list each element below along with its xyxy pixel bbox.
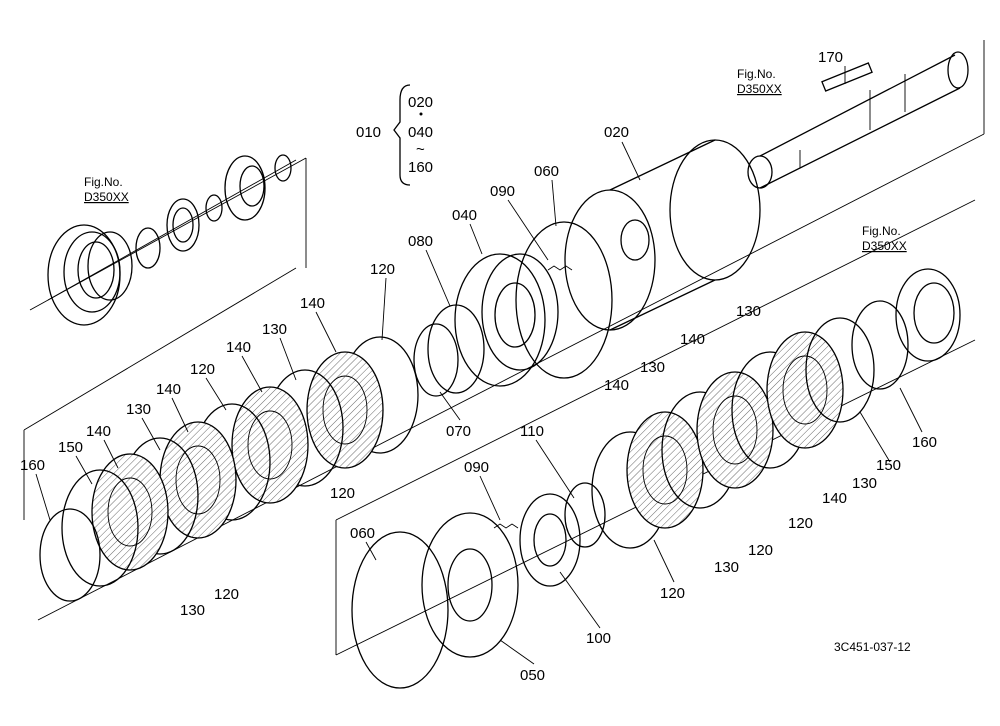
callout: 150 <box>876 457 901 474</box>
assembly-range-tilde: ~ <box>416 141 425 158</box>
fig-ref-3: Fig.No. D350XX <box>862 224 907 253</box>
spring-090 <box>547 265 573 271</box>
callout: 090 <box>490 183 515 200</box>
callout: 080 <box>408 233 433 250</box>
svg-text:Fig.No.: Fig.No. <box>737 67 776 81</box>
assembly-part-2: 040 <box>408 124 433 141</box>
svg-text:Fig.No.: Fig.No. <box>862 224 901 238</box>
callout: 170 <box>818 49 843 66</box>
callout: 020 <box>604 124 629 141</box>
callout: 120 <box>788 515 813 532</box>
assembly-code: 010 <box>356 124 381 141</box>
callout: 120 <box>214 586 239 603</box>
callout: 090 <box>464 459 489 476</box>
callout: 110 <box>520 423 544 440</box>
callout: 140 <box>604 377 629 394</box>
callout: 050 <box>520 667 545 684</box>
callout: 140 <box>300 295 325 312</box>
o-ring-080 <box>427 304 485 394</box>
lower-clutch-assembly <box>351 268 961 689</box>
callout: 040 <box>452 207 477 224</box>
svg-text:Fig.No.: Fig.No. <box>84 175 123 189</box>
callout: 160 <box>20 457 45 474</box>
callout: 130 <box>852 475 877 492</box>
callout: 120 <box>660 585 685 602</box>
left-clutch-pack <box>39 336 419 602</box>
o-ring-070 <box>413 323 459 397</box>
callout: 120 <box>190 361 215 378</box>
gear-icon <box>895 268 961 362</box>
svg-text:D350XX: D350XX <box>737 82 782 96</box>
assembly-part-1: 020 <box>408 94 433 111</box>
assembly-bracket: 010 020 040 ~ 160 <box>356 84 433 186</box>
svg-text:D350XX: D350XX <box>84 190 129 204</box>
callout: 130 <box>126 401 151 418</box>
callout: 150 <box>58 439 83 456</box>
callout: 130 <box>180 602 205 619</box>
callout: 130 <box>262 321 287 338</box>
callout: 140 <box>822 490 847 507</box>
callout: 120 <box>748 542 773 559</box>
callout: 120 <box>370 261 395 278</box>
assembly-part-3: 160 <box>408 159 433 176</box>
callout: 070 <box>446 423 471 440</box>
bearing-icon <box>166 198 200 252</box>
piston-040 <box>413 221 613 397</box>
fig-ref-2: Fig.No. D350XX <box>737 67 782 96</box>
drawing-code: 3C451-037-12 <box>834 640 911 654</box>
clutch-drum-020 <box>564 139 761 331</box>
panel-frames <box>23 40 985 656</box>
callout: 140 <box>226 339 251 356</box>
callout: 100 <box>586 630 611 647</box>
callout: 130 <box>714 559 739 576</box>
callout: 060 <box>534 163 559 180</box>
leader-lines <box>35 66 923 665</box>
seal-ring-060 <box>515 221 613 379</box>
callout: 120 <box>330 485 355 502</box>
callout: 140 <box>680 331 705 348</box>
callout: 140 <box>86 423 111 440</box>
fig-ref-1: Fig.No. D350XX <box>84 175 129 204</box>
shaft-upper-right <box>747 51 969 189</box>
callout: 130 <box>736 303 761 320</box>
callout: 140 <box>156 381 181 398</box>
svg-text:D350XX: D350XX <box>862 239 907 253</box>
gear-inset-upper-left <box>47 154 297 326</box>
callouts: 170 020 060 090 040 080 120 140 130 120 … <box>20 49 937 684</box>
callout: 130 <box>640 359 665 376</box>
callout: 160 <box>912 434 937 451</box>
callout: 060 <box>350 525 375 542</box>
key-icon <box>821 62 873 92</box>
